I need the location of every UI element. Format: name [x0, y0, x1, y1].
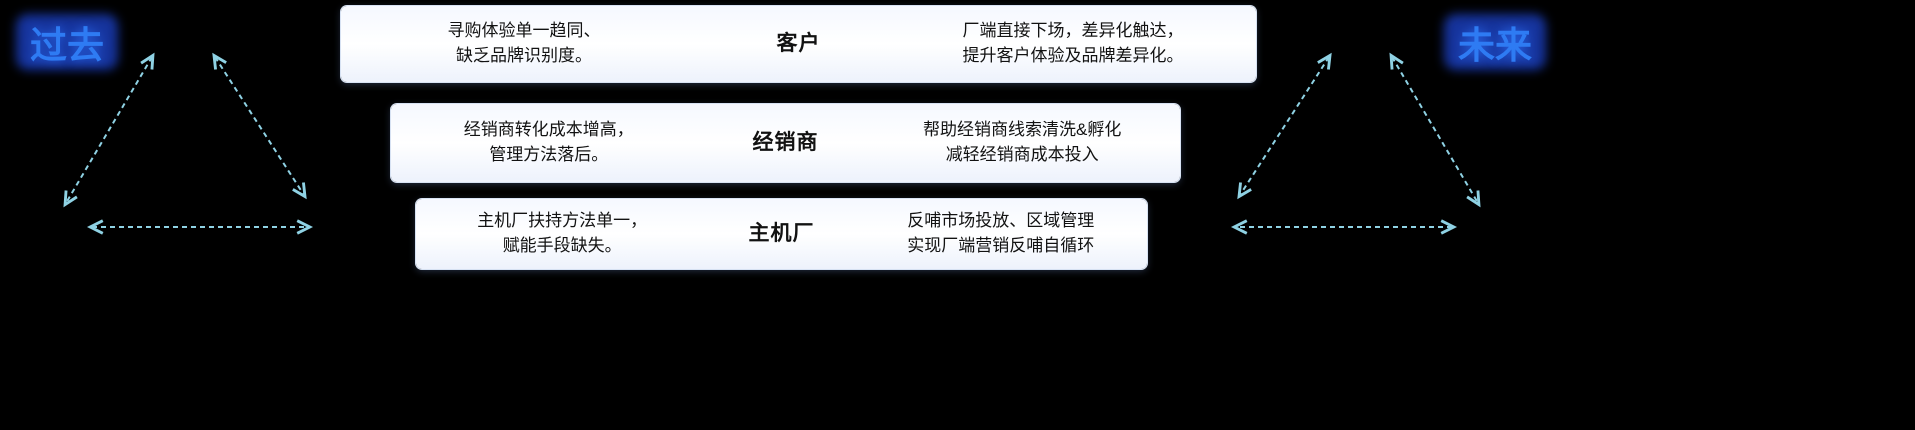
customer-role-label: 客户 [776, 31, 821, 55]
double-arrow [1237, 52, 1332, 200]
double-arrow [212, 52, 307, 200]
customer-comparison-row: 寻购体验单一趋同、 缺乏品牌识别度。 客户 厂端直接下场，差异化触达， 提升客户… [341, 6, 1256, 82]
future-label: 未来 [1446, 12, 1544, 72]
past-label: 过去 [18, 12, 116, 72]
future-triangle-arrows [1230, 52, 1481, 235]
double-arrow [1389, 52, 1481, 208]
past-triangle-arrows [63, 52, 314, 235]
dealer-future-state: 帮助经销商线索清洗&孵化 减轻经销商成本投入 [923, 120, 1122, 164]
dealer-role-label: 经销商 [752, 130, 819, 154]
double-arrow [63, 52, 155, 208]
oem-comparison-row: 主机厂扶持方法单一， 赋能手段缺失。 主机厂 反哺市场投放、区域管理 实现厂端营… [416, 199, 1147, 269]
oem-future-state: 反哺市场投放、区域管理 实现厂端营销反哺自循环 [907, 211, 1095, 255]
customer-past-state: 寻购体验单一趋同、 缺乏品牌识别度。 [447, 21, 601, 65]
customer-future-state: 厂端直接下场，差异化触达， 提升客户体验及品牌差异化。 [962, 21, 1184, 65]
oem-past-state: 主机厂扶持方法单一， 赋能手段缺失。 [477, 211, 648, 255]
dealer-comparison-row: 经销商转化成本增高， 管理方法落后。 经销商 帮助经销商线索清洗&孵化 减轻经销… [391, 104, 1180, 182]
oem-role-label: 主机厂 [748, 221, 815, 245]
dealer-past-state: 经销商转化成本增高， 管理方法落后。 [463, 120, 634, 164]
